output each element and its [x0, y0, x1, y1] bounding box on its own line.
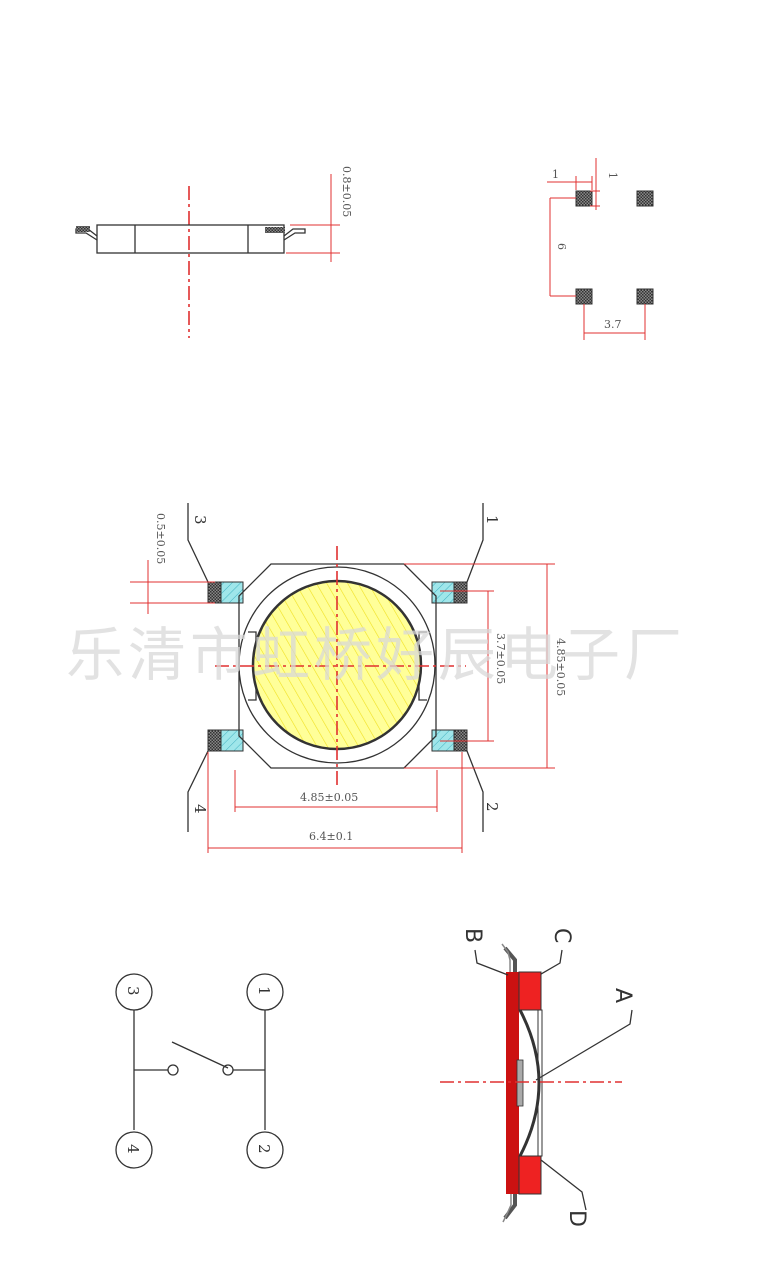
- pin-tip-3: [207, 581, 222, 604]
- switch-lever: [171, 1041, 229, 1069]
- section-housing-top: [518, 971, 542, 1011]
- label-A: A: [610, 988, 635, 1003]
- contact-right: [222, 1064, 234, 1076]
- inner-height-dim: 3.7±0.05: [494, 633, 507, 684]
- terminal-label-2: 2: [255, 1144, 273, 1154]
- section-housing-bottom: [518, 1155, 542, 1195]
- section-base: [506, 972, 519, 1194]
- contact-left: [167, 1064, 179, 1076]
- total-width-dim: 6.4±0.1: [309, 830, 353, 843]
- side-view-lead-right: [283, 228, 306, 241]
- outer-height-dim: 4.85±0.05: [554, 638, 567, 696]
- label-D: D: [564, 1210, 589, 1227]
- side-view: 0.8±0.05: [75, 166, 353, 338]
- top-view: 3 1 4 2 0.5±0.05 3.7±0.05 4.85±0.05 4.85…: [130, 503, 567, 853]
- pad-top-right: [636, 190, 654, 207]
- pin-label-1: 1: [483, 515, 501, 525]
- section-view: B C A D: [440, 928, 635, 1227]
- terminal-circle-2: [246, 1131, 284, 1169]
- vertical-pitch-dim: 6: [555, 243, 568, 250]
- terminal-circle-4: [115, 1131, 153, 1169]
- watermark-text: 乐清市虹桥好辰电子厂: [66, 621, 686, 689]
- switch-schematic: 3 1 4 2: [115, 973, 284, 1169]
- pad-bottom-right: [636, 288, 654, 305]
- lead-thickness-dim: 0.5±0.05: [154, 513, 167, 564]
- side-view-thickness-dim: 0.8±0.05: [340, 166, 353, 217]
- pin-label-2: 2: [483, 802, 501, 812]
- pin-label-3: 3: [191, 515, 209, 525]
- pin-tip-4: [207, 729, 222, 752]
- label-B: B: [460, 928, 485, 943]
- terminal-label-1: 1: [255, 986, 273, 996]
- terminal-circle-3: [115, 973, 153, 1011]
- body-width-dim: 4.85±0.05: [300, 791, 358, 804]
- section-dome: [518, 1009, 541, 1157]
- pad-bottom-left: [575, 288, 593, 305]
- pad-height-dim: 1: [606, 172, 619, 179]
- pin-tip-1: [453, 581, 468, 604]
- terminal-label-3: 3: [124, 986, 142, 996]
- pad-top-left: [575, 190, 593, 207]
- pin-label-4: 4: [191, 804, 209, 814]
- side-view-body: [96, 224, 285, 254]
- label-C: C: [549, 928, 574, 943]
- terminal-label-4: 4: [124, 1144, 142, 1154]
- terminal-circle-1: [246, 973, 284, 1011]
- pad-layout: 1 1 6 3.7: [547, 158, 654, 340]
- horizontal-pitch-dim: 3.7: [604, 318, 622, 331]
- pad-width-dim: 1: [552, 168, 559, 181]
